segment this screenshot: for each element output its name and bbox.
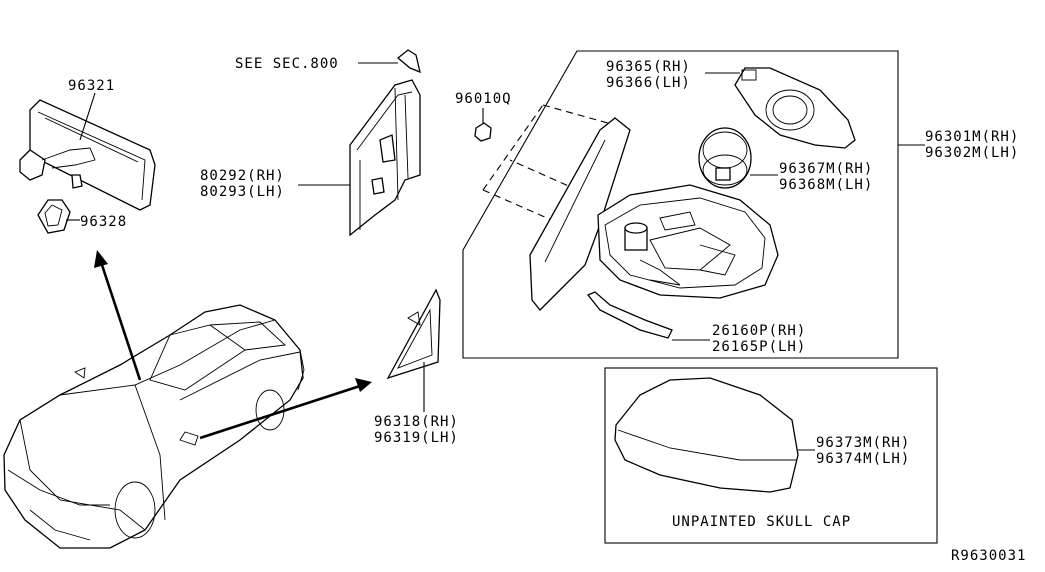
label-finisher-rh: 80292(RH) xyxy=(200,168,285,184)
door-finisher-part xyxy=(349,79,421,237)
door-mirror-housing xyxy=(529,117,779,311)
label-nut: 96010Q xyxy=(455,91,512,107)
turn-signal-lamp xyxy=(586,291,673,339)
clip-part xyxy=(396,49,421,74)
label-turn-lamp-rh: 26160P(RH) xyxy=(712,323,806,339)
skull-cap-frame xyxy=(604,367,938,544)
label-rear-view-mirror: 96321 xyxy=(68,78,115,94)
label-glass-lh: 96366(LH) xyxy=(606,75,691,91)
label-mirror-assy-rh: 96301M(RH) xyxy=(925,129,1019,145)
diagram-id: R9630031 xyxy=(951,548,1026,564)
corner-cover-part xyxy=(386,288,441,380)
label-corner-cover-lh: 96319(LH) xyxy=(374,430,459,446)
mirror-actuator xyxy=(698,127,752,189)
sedan-illustration xyxy=(3,304,305,549)
label-finisher-lh: 80293(LH) xyxy=(200,184,285,200)
label-turn-lamp-lh: 26165P(LH) xyxy=(712,339,806,355)
mirror-glass xyxy=(734,67,856,149)
label-see-sec: SEE SEC.800 xyxy=(235,56,339,72)
nut-part xyxy=(474,122,492,142)
label-glass-rh: 96365(RH) xyxy=(606,59,691,75)
label-corner-cover-rh: 96318(RH) xyxy=(374,414,459,430)
label-skull-cap-lh: 96374M(LH) xyxy=(816,451,910,467)
label-skull-cap-rh: 96373M(RH) xyxy=(816,435,910,451)
rear-view-mirror-part xyxy=(19,99,156,211)
label-mirror-cover: 96328 xyxy=(80,214,127,230)
label-actuator-rh: 96367M(RH) xyxy=(779,161,873,177)
skull-cap-part xyxy=(614,377,799,493)
pointer-arrows xyxy=(94,250,372,440)
mirror-cover-part xyxy=(37,199,71,234)
skull-cap-caption: UNPAINTED SKULL CAP xyxy=(672,514,851,530)
label-mirror-assy-lh: 96302M(LH) xyxy=(925,145,1019,161)
mirror-assembly-frame xyxy=(462,50,899,359)
label-actuator-lh: 96368M(LH) xyxy=(779,177,873,193)
